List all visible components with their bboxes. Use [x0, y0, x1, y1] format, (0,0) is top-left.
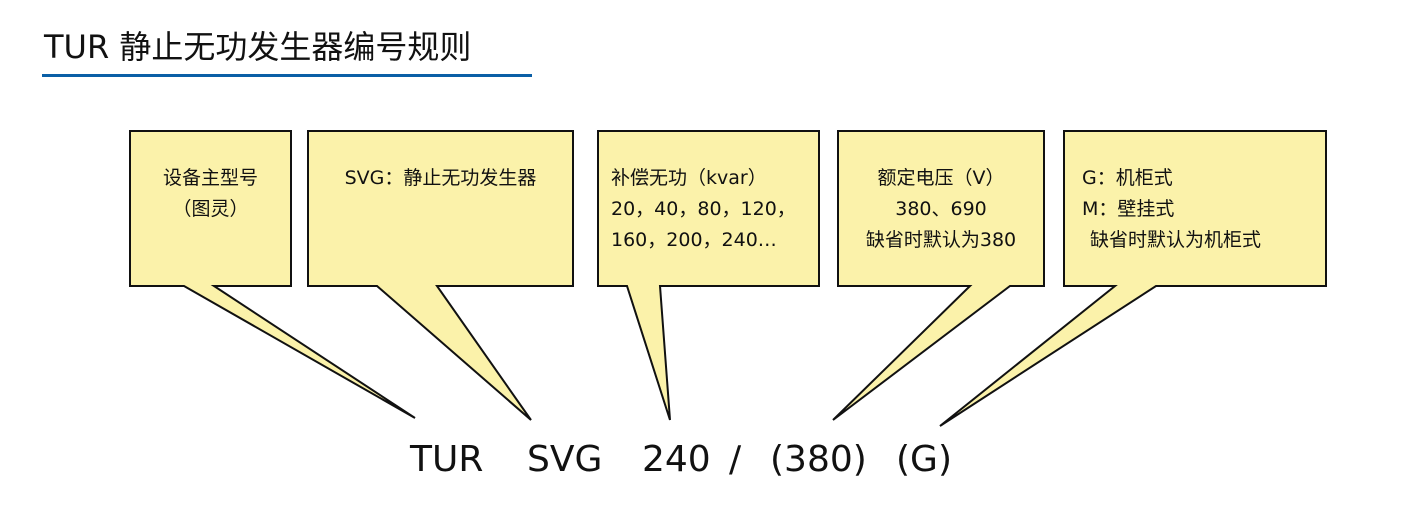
callout-voltage: 额定电压（V） 380、690 缺省时默认为380: [838, 163, 1044, 256]
code-cabinet: (G): [896, 439, 952, 480]
callout-main-model-line: （图灵）: [172, 198, 249, 220]
callout-svg-type: SVG：静止无功发生器: [308, 163, 573, 194]
code-type: SVG: [527, 439, 603, 480]
callout-cabinet: G：机柜式 M：壁挂式 缺省时默认为机柜式: [1082, 163, 1322, 256]
callout-capacity-line: 160，200，240…: [611, 229, 777, 251]
callout-voltage-line: 380、690: [895, 198, 987, 220]
callout-shape-main-model: [129, 130, 416, 419]
callout-capacity-line: 补偿无功（kvar）: [611, 167, 767, 189]
callout-voltage-line: 缺省时默认为380: [865, 229, 1017, 251]
callout-shape-voltage: [832, 130, 1045, 421]
callout-main-model: 设备主型号 （图灵）: [130, 163, 291, 225]
title-underline: [42, 74, 532, 77]
callout-cabinet-line: 缺省时默认为机柜式: [1090, 229, 1262, 251]
callout-capacity: 补偿无功（kvar） 20，40，80，120， 160，200，240…: [611, 163, 816, 256]
callout-cabinet-line: G：机柜式: [1082, 167, 1173, 189]
callout-shape-svg-type: [307, 130, 574, 421]
code-capacity: 240: [642, 439, 711, 480]
callout-capacity-line: 20，40，80，120，: [611, 198, 796, 220]
callout-cabinet-line: M：壁挂式: [1082, 198, 1175, 220]
code-slash: /: [729, 439, 742, 480]
code-main: TUR: [410, 439, 484, 480]
code-voltage: (380): [770, 439, 867, 480]
callout-voltage-line: 额定电压（V）: [877, 167, 1005, 189]
callout-svg-type-line: SVG：静止无功发生器: [344, 167, 537, 189]
callout-shape-cabinet: [939, 130, 1327, 427]
callout-shape-capacity: [597, 130, 820, 421]
page-title: TUR 静止无功发生器编号规则: [44, 28, 472, 66]
callout-main-model-line: 设备主型号: [162, 167, 258, 189]
